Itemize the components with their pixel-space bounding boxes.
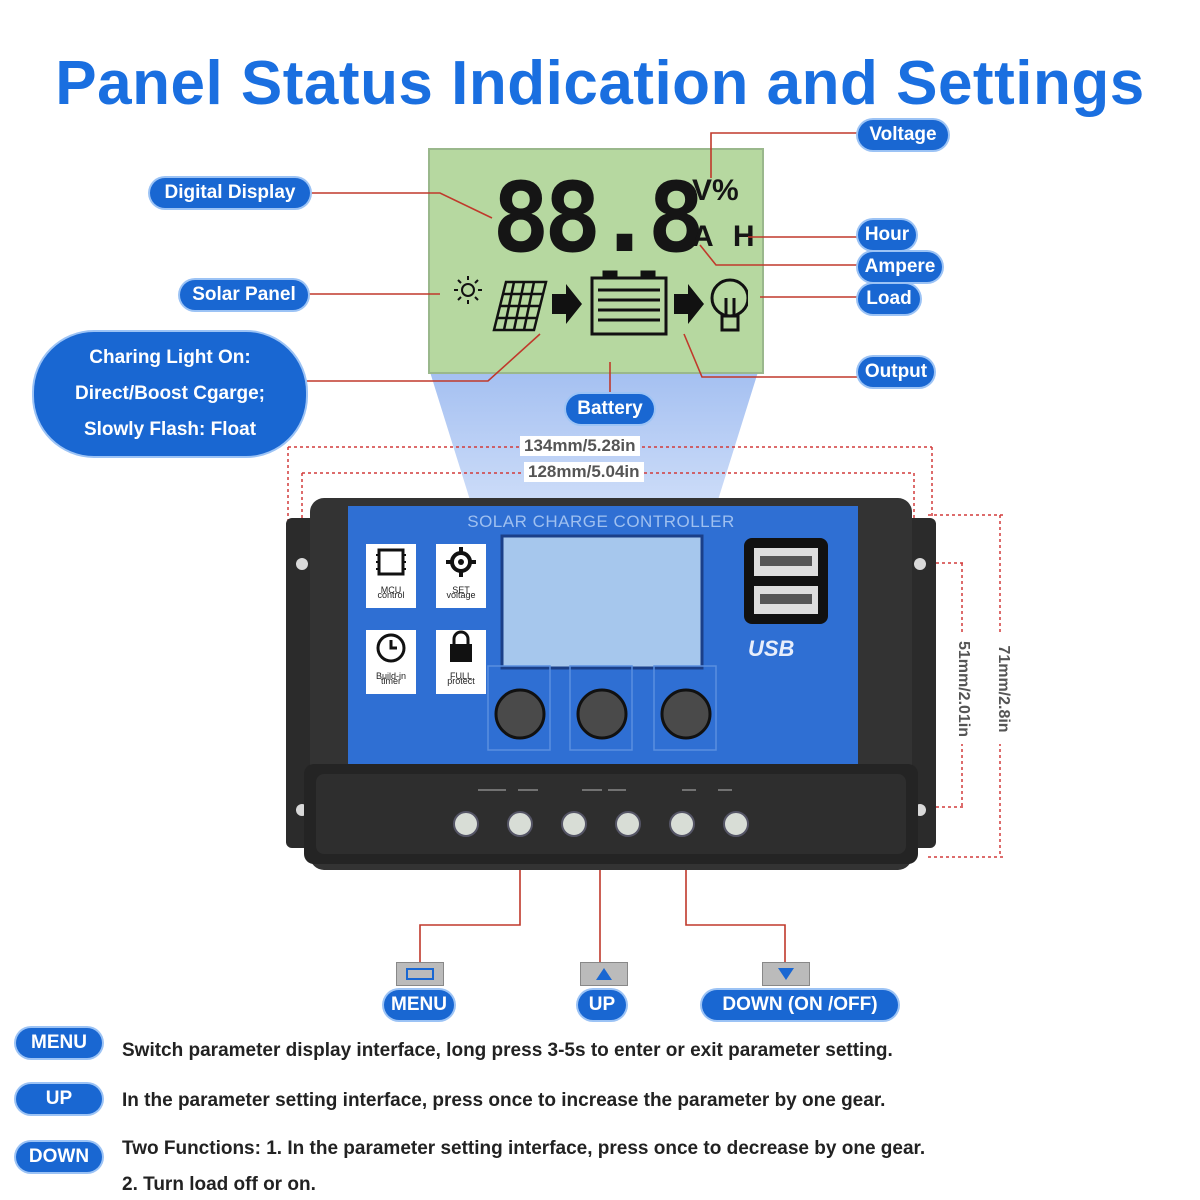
down-button-label: DOWN (ON /OFF) [702,990,898,1020]
lock-icon [450,630,472,662]
up-key-icon [580,962,628,986]
lcd-icon-row [454,270,748,336]
usb-label: USB [748,636,795,661]
instruction-text-up: In the parameter setting interface, pres… [122,1090,886,1111]
charging-line-1: Charing Light On: [89,347,251,368]
instruction-key-menu: MENU [16,1028,102,1058]
dimension-width-outer: 134mm/5.28in [520,436,640,456]
solar-panel-icon [492,280,548,332]
feature-set-voltage: SET voltage [436,544,486,608]
charging-line-2: Direct/Boost Cgarge; [74,383,266,404]
down-key-icon [762,962,810,986]
feature-timer: Build-in timer [366,630,416,694]
callout-load: Load [858,284,920,314]
bulb-icon [710,278,748,332]
feature-full-protect: FULL protect [436,630,486,694]
arrow-right-icon [552,284,582,324]
callout-output: Output [858,357,934,387]
feature-set-line2: voltage [446,590,476,600]
solar-charge-controller: SOLAR CHARGE CONTROLLER MCU control SET … [286,498,936,870]
callout-battery: Battery [566,394,654,424]
feature-mcu-line1: MCU [380,585,402,595]
callout-ampere: Ampere [858,252,942,282]
instruction-key-down: DOWN [16,1142,102,1172]
instruction-text-menu: Switch parameter display interface, long… [122,1040,893,1061]
callout-digital-display: Digital Display [150,178,310,208]
battery-icon [590,270,668,336]
lcd-digits: 88.8 [492,162,705,274]
feature-protect-line1: FULL [449,671,472,681]
callout-charging-light: Charing Light On: Direct/Boost Cgarge; S… [34,332,306,456]
callout-hour: Hour [858,220,916,250]
feature-protect-line2: protect [447,676,475,686]
instruction-text-down: Two Functions: 1. In the parameter setti… [122,1138,926,1159]
page-title: Panel Status Indication and Settings [55,49,1145,118]
feature-timer-line2: timer [381,676,401,686]
dimension-width-inner: 128mm/5.04in [524,462,644,482]
feature-timer-line1: Build-in [375,671,406,681]
feature-mcu: MCU control [366,544,416,608]
instruction-text-down-2: 2. Turn load off or on. [122,1174,316,1195]
feature-mcu-line2: control [377,590,405,600]
arrow-right-icon [674,284,704,324]
charging-line-3: Slowly Flash: Float [83,419,257,440]
menu-button-label: MENU [384,990,454,1020]
chip-icon [376,548,406,576]
callout-solar-panel: Solar Panel [180,280,308,310]
dimension-height-inner: 51mm/2.01in [954,634,972,744]
lcd-display: 88.8 V% A H [428,148,764,374]
sun-icon [454,276,482,304]
controller-label: SOLAR CHARGE CONTROLLER [467,512,735,531]
lcd-unit-voltage-percent: V% [692,174,739,207]
callout-voltage: Voltage [858,120,948,150]
feature-set-line1: SET [452,585,470,595]
menu-key-icon [396,962,444,986]
dimension-height-outer: 71mm/2.8in [994,634,1012,744]
gear-icon [446,547,476,577]
instruction-key-up: UP [16,1084,102,1114]
clock-icon [376,633,406,663]
up-button-label: UP [578,990,626,1020]
